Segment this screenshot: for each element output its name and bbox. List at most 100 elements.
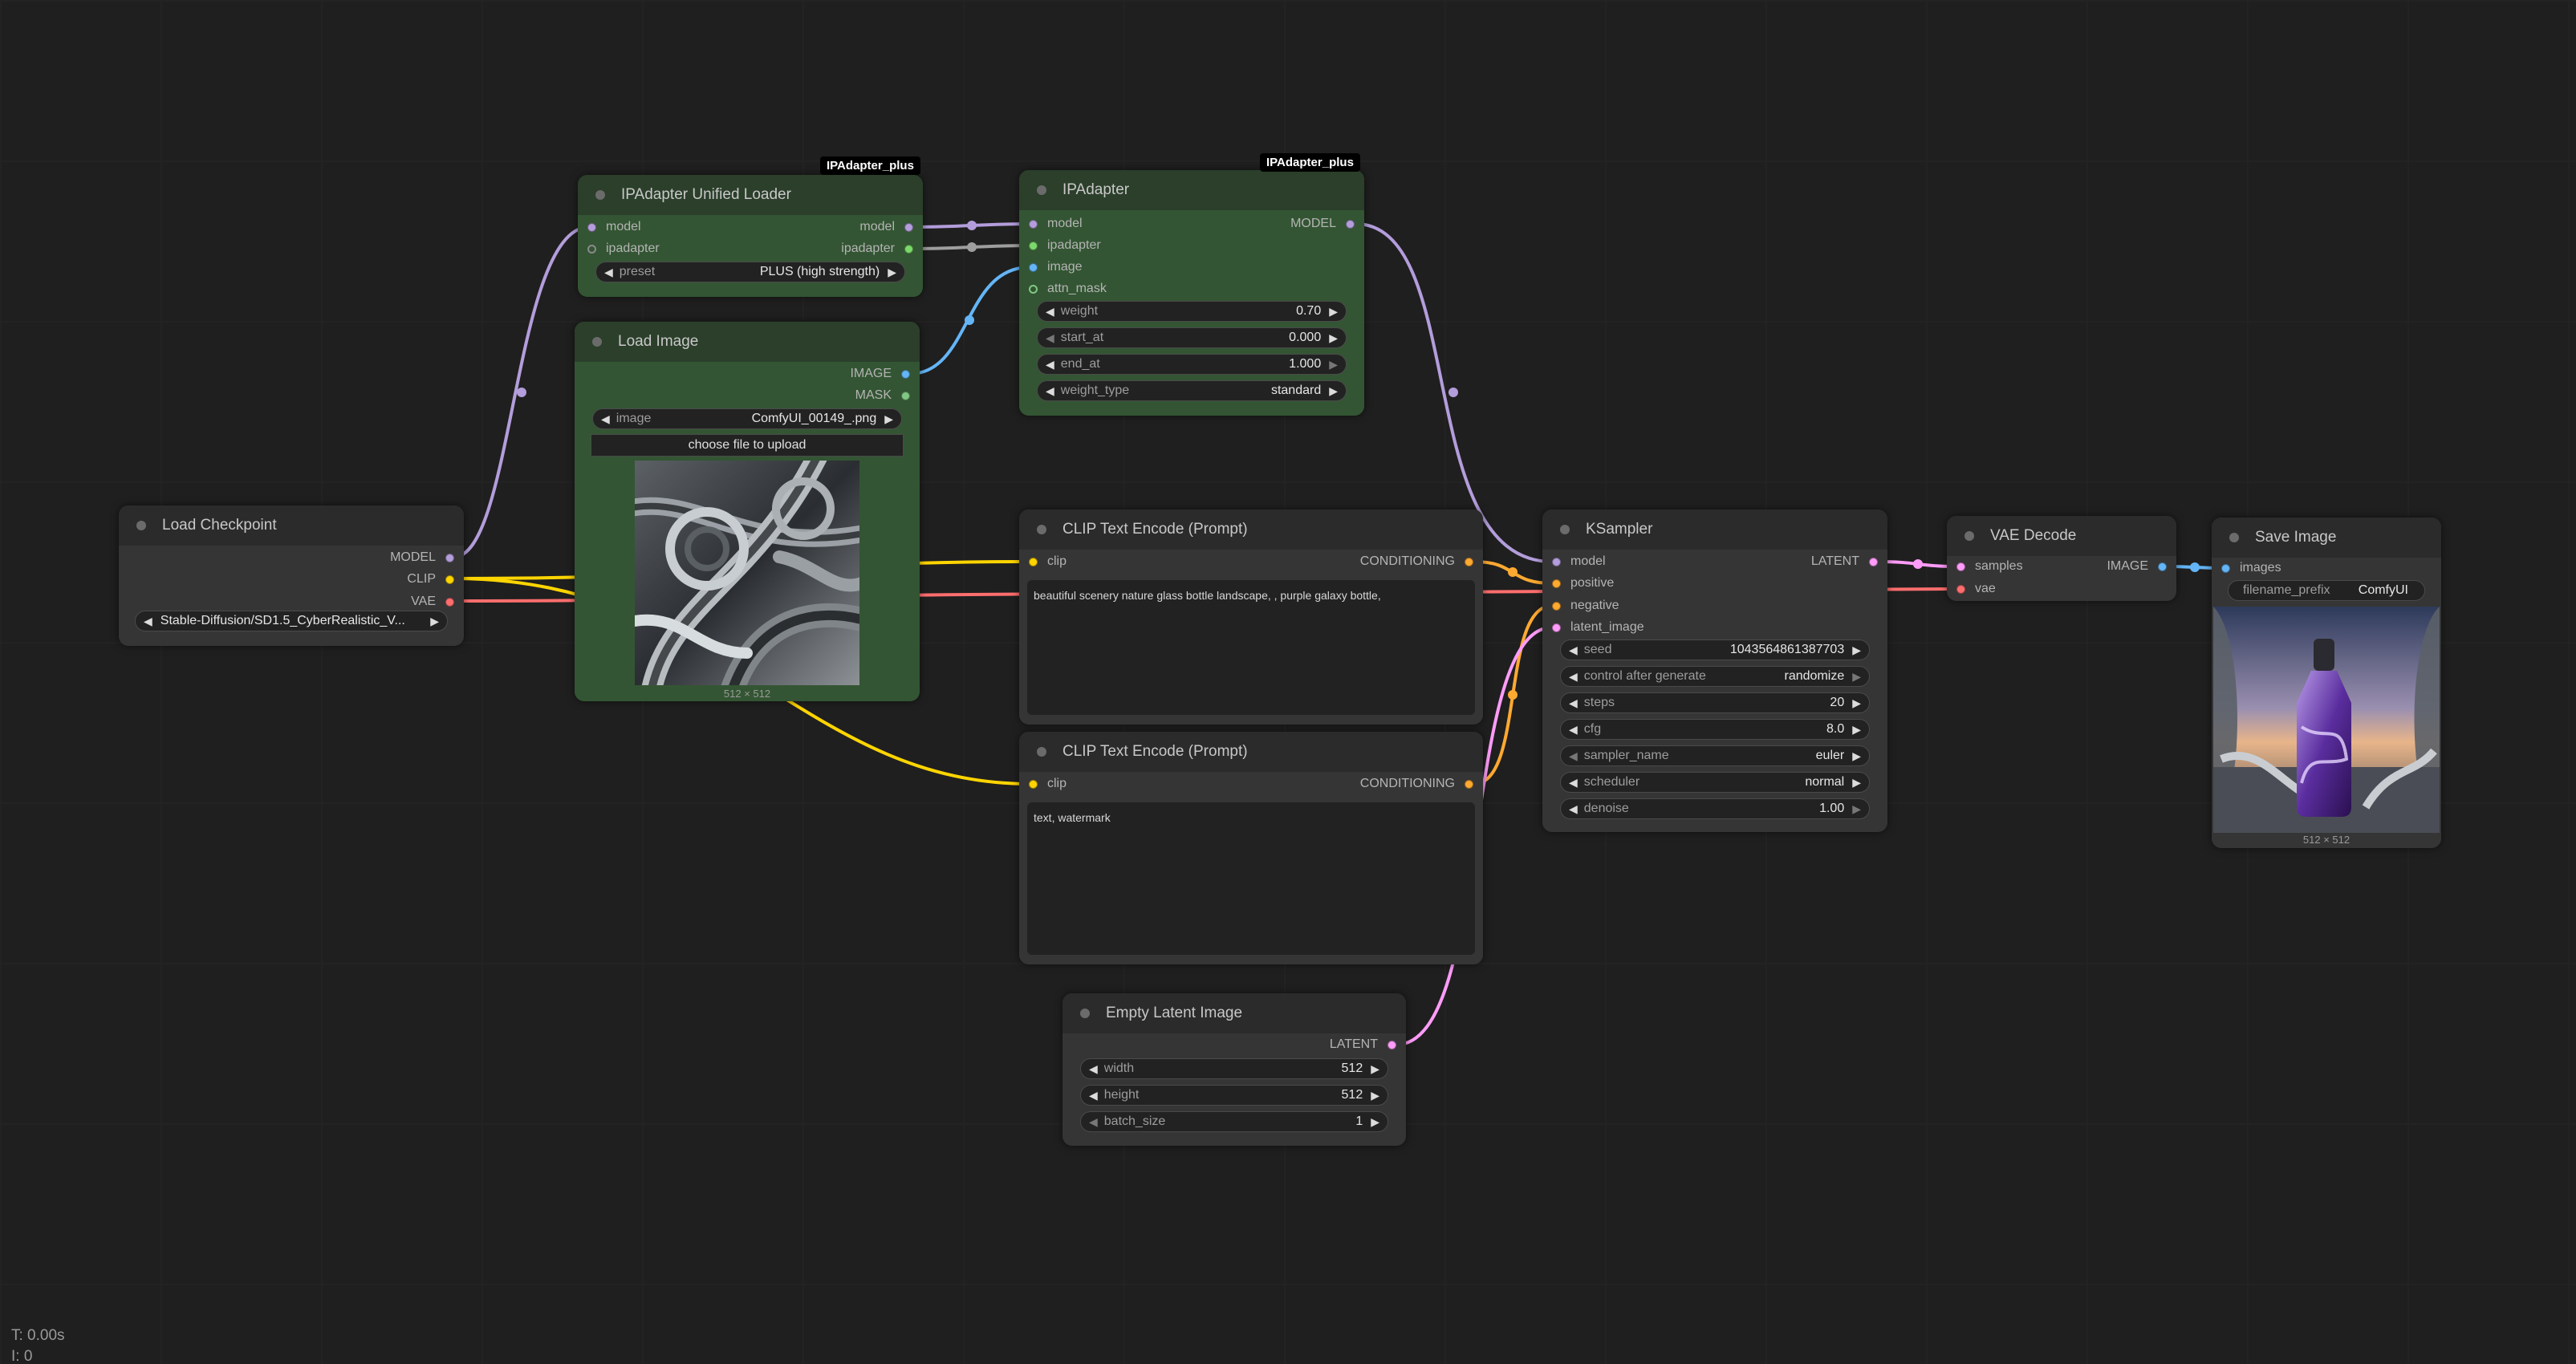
left-arrow-icon[interactable]: ◀ <box>1569 775 1578 789</box>
node-title-bar[interactable]: IPAdapter <box>1019 170 1364 210</box>
output-model[interactable]: MODEL <box>1290 215 1355 233</box>
input-pin-attn-mask[interactable] <box>1029 284 1038 294</box>
output-pin-image[interactable] <box>901 369 910 379</box>
node-clip-text-encode-negative[interactable]: CLIP Text Encode (Prompt) clip CONDITION… <box>1019 732 1483 964</box>
node-title-bar[interactable]: VAE Decode <box>1947 516 2176 556</box>
output-pin-model[interactable] <box>904 222 913 232</box>
right-arrow-icon[interactable]: ▶ <box>1852 802 1861 815</box>
output-pin-conditioning[interactable] <box>1465 779 1473 789</box>
filename-prefix-field[interactable]: filename_prefix ComfyUI <box>2228 580 2425 601</box>
input-pin-images[interactable] <box>2221 563 2230 573</box>
input-clip[interactable]: clip <box>1029 553 1067 570</box>
right-arrow-icon[interactable]: ▶ <box>1329 357 1338 371</box>
input-pin-positive[interactable] <box>1552 578 1561 588</box>
left-arrow-icon[interactable]: ◀ <box>1089 1088 1098 1102</box>
input-ipadapter[interactable]: ipadapter <box>587 240 660 258</box>
collapse-dot-icon[interactable] <box>592 337 602 347</box>
left-arrow-icon[interactable]: ◀ <box>1046 384 1054 397</box>
right-arrow-icon[interactable]: ▶ <box>430 614 439 627</box>
left-arrow-icon[interactable]: ◀ <box>1569 643 1578 656</box>
output-pin-clip[interactable] <box>445 574 454 584</box>
input-ipadapter[interactable]: ipadapter <box>1029 237 1101 254</box>
output-conditioning[interactable]: CONDITIONING <box>1360 553 1473 570</box>
input-pin-ipadapter[interactable] <box>587 244 596 254</box>
input-model[interactable]: model <box>1552 553 1606 570</box>
input-attn-mask[interactable]: attn_mask <box>1029 280 1107 298</box>
output-pin-conditioning[interactable] <box>1465 557 1473 566</box>
output-ipadapter[interactable]: ipadapter <box>841 240 913 258</box>
left-arrow-icon[interactable]: ◀ <box>1569 696 1578 709</box>
collapse-dot-icon[interactable] <box>1037 185 1046 195</box>
right-arrow-icon[interactable]: ▶ <box>1329 304 1338 318</box>
height-widget[interactable]: ◀ height 512 ▶ <box>1080 1085 1388 1106</box>
node-ipadapter[interactable]: IPAdapter model ipadapter image attn_mas… <box>1019 170 1364 416</box>
batch-size-widget[interactable]: ◀ batch_size 1 ▶ <box>1080 1111 1388 1132</box>
collapse-dot-icon[interactable] <box>1080 1009 1090 1018</box>
control-after-generate-combo[interactable]: ◀ control after generate randomize ▶ <box>1560 666 1870 687</box>
node-title-bar[interactable]: KSampler <box>1542 509 1887 550</box>
input-pin-clip[interactable] <box>1029 557 1038 566</box>
input-vae[interactable]: vae <box>1956 580 1996 598</box>
input-positive[interactable]: positive <box>1552 574 1614 592</box>
weight-widget[interactable]: ◀ weight 0.70 ▶ <box>1037 301 1347 322</box>
output-pin-vae[interactable] <box>445 597 454 607</box>
node-title-bar[interactable]: Save Image <box>2212 518 2441 558</box>
node-load-image[interactable]: Load Image IMAGE MASK ◀ image ComfyUI_00… <box>575 322 920 701</box>
input-pin-clip[interactable] <box>1029 779 1038 789</box>
collapse-dot-icon[interactable] <box>2229 533 2239 542</box>
input-pin-vae[interactable] <box>1956 584 1965 594</box>
left-arrow-icon[interactable]: ◀ <box>601 412 610 425</box>
collapse-dot-icon[interactable] <box>595 190 605 200</box>
left-arrow-icon[interactable]: ◀ <box>1569 669 1578 683</box>
node-save-image[interactable]: Save Image images filename_prefix ComfyU… <box>2212 518 2441 848</box>
output-pin-latent[interactable] <box>1869 557 1878 566</box>
collapse-dot-icon[interactable] <box>1037 525 1046 534</box>
input-pin-samples[interactable] <box>1956 562 1965 571</box>
input-samples[interactable]: samples <box>1956 558 2023 575</box>
right-arrow-icon[interactable]: ▶ <box>1852 643 1861 656</box>
input-latent-image[interactable]: latent_image <box>1552 619 1644 636</box>
left-arrow-icon[interactable]: ◀ <box>1569 722 1578 736</box>
left-arrow-icon[interactable]: ◀ <box>1569 802 1578 815</box>
right-arrow-icon[interactable]: ▶ <box>1852 722 1861 736</box>
output-pin-mask[interactable] <box>901 391 910 400</box>
input-model[interactable]: model <box>1029 215 1083 233</box>
input-model[interactable]: model <box>587 218 641 236</box>
left-arrow-icon[interactable]: ◀ <box>1569 749 1578 762</box>
left-arrow-icon[interactable]: ◀ <box>1046 357 1054 371</box>
image-combo[interactable]: ◀ image ComfyUI_00149_.png ▶ <box>592 408 902 429</box>
node-ksampler[interactable]: KSampler model positive negative latent_… <box>1542 509 1887 832</box>
output-pin-model[interactable] <box>445 553 454 562</box>
input-pin-model[interactable] <box>587 222 596 232</box>
preset-combo[interactable]: ◀ preset PLUS (high strength) ▶ <box>595 262 905 282</box>
end-at-widget[interactable]: ◀ end_at 1.000 ▶ <box>1037 354 1347 375</box>
output-image[interactable]: IMAGE <box>850 365 910 383</box>
left-arrow-icon[interactable]: ◀ <box>1089 1062 1098 1075</box>
output-mask[interactable]: MASK <box>855 387 910 404</box>
input-pin-negative[interactable] <box>1552 601 1561 611</box>
right-arrow-icon[interactable]: ▶ <box>1852 669 1861 683</box>
node-empty-latent-image[interactable]: Empty Latent Image LATENT ◀ width 512 ▶ … <box>1062 993 1406 1146</box>
steps-widget[interactable]: ◀ steps 20 ▶ <box>1560 692 1870 713</box>
output-conditioning[interactable]: CONDITIONING <box>1360 775 1473 793</box>
node-title-bar[interactable]: Load Image <box>575 322 920 362</box>
seed-widget[interactable]: ◀ seed 1043564861387703 ▶ <box>1560 639 1870 660</box>
right-arrow-icon[interactable]: ▶ <box>1852 696 1861 709</box>
collapse-dot-icon[interactable] <box>1965 531 1974 541</box>
ckpt-name-combo[interactable]: ◀ Stable-Diffusion/SD1.5_CyberRealistic_… <box>135 611 448 631</box>
width-widget[interactable]: ◀ width 512 ▶ <box>1080 1058 1388 1079</box>
left-arrow-icon[interactable]: ◀ <box>604 265 613 278</box>
prompt-textarea[interactable]: text, watermark <box>1027 802 1475 955</box>
output-image[interactable]: IMAGE <box>2107 558 2167 575</box>
output-clip[interactable]: CLIP <box>407 570 454 588</box>
right-arrow-icon[interactable]: ▶ <box>1371 1088 1379 1102</box>
node-load-checkpoint[interactable]: Load Checkpoint MODEL CLIP VAE ◀ Stable-… <box>119 505 464 646</box>
output-pin-model[interactable] <box>1346 219 1355 229</box>
right-arrow-icon[interactable]: ▶ <box>1852 749 1861 762</box>
node-title-bar[interactable]: CLIP Text Encode (Prompt) <box>1019 732 1483 772</box>
sampler-name-combo[interactable]: ◀ sampler_name euler ▶ <box>1560 745 1870 766</box>
collapse-dot-icon[interactable] <box>136 521 146 530</box>
right-arrow-icon[interactable]: ▶ <box>888 265 896 278</box>
output-latent[interactable]: LATENT <box>1811 553 1878 570</box>
node-title-bar[interactable]: Load Checkpoint <box>119 505 464 546</box>
